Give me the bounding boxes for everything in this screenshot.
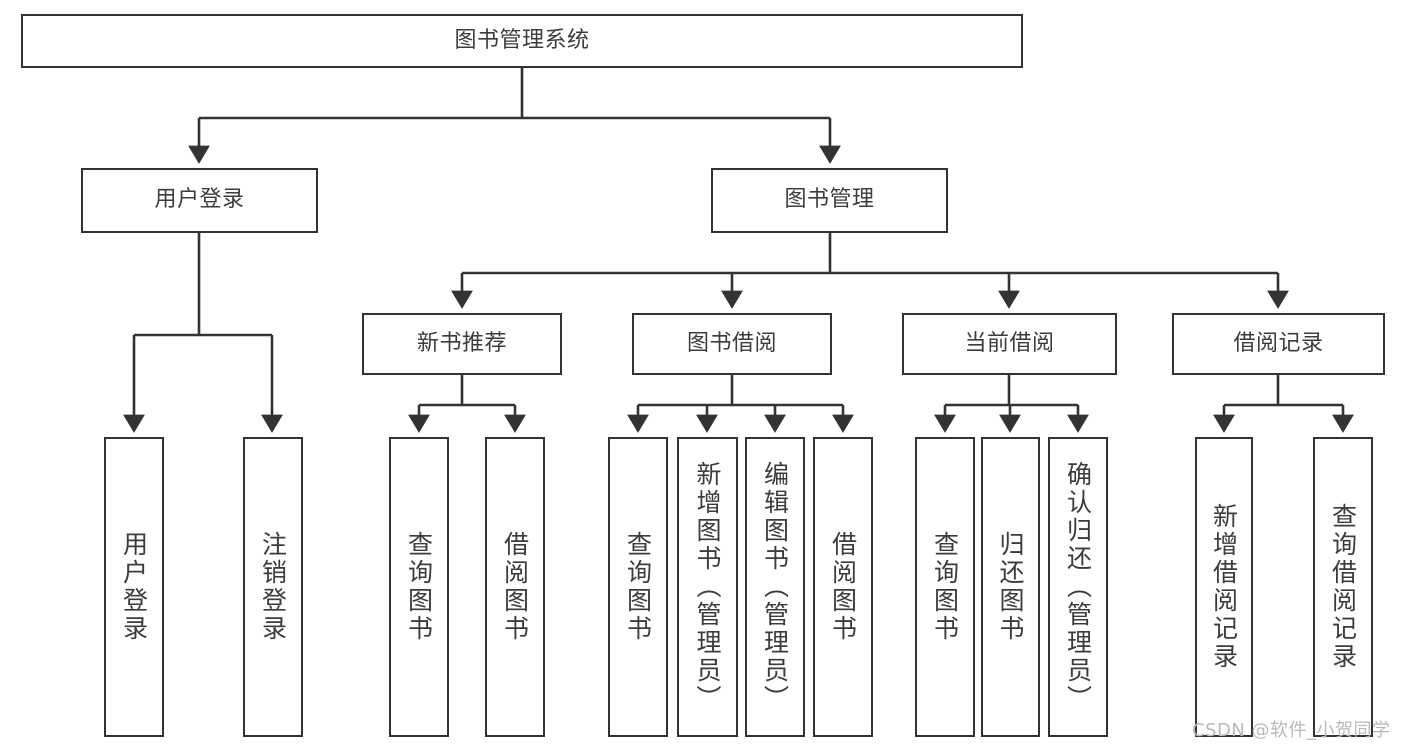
node-leaf-confirm-return-admin-label: 确认归还（管理员） xyxy=(1063,461,1093,713)
node-new-book-recommend[interactable]: 新书推荐 xyxy=(362,313,562,375)
node-book-management[interactable]: 图书管理 xyxy=(711,168,948,233)
node-leaf-add-book-admin[interactable]: 新增图书（管理员） xyxy=(677,437,738,737)
node-user-login-label: 用户登录 xyxy=(154,187,245,213)
node-book-management-label: 图书管理 xyxy=(784,187,875,213)
csdn-watermark: CSDN @软件_小贺同学 xyxy=(1192,720,1391,741)
node-borrow-record[interactable]: 借阅记录 xyxy=(1172,313,1385,375)
node-leaf-query-book-borrow[interactable]: 查询图书 xyxy=(608,437,668,737)
node-leaf-query-book-cur-label: 查询图书 xyxy=(930,531,960,643)
node-leaf-confirm-return-admin[interactable]: 确认归还（管理员） xyxy=(1048,437,1108,737)
node-leaf-user-login-label: 用户登录 xyxy=(119,531,149,643)
node-leaf-logout-label: 注销登录 xyxy=(258,531,288,643)
node-leaf-edit-book-admin-label: 编辑图书（管理员） xyxy=(760,461,790,713)
node-leaf-borrow-book-rec-label: 借阅图书 xyxy=(500,531,530,643)
node-current-borrow-label: 当前借阅 xyxy=(964,330,1055,356)
node-user-login[interactable]: 用户登录 xyxy=(81,168,318,233)
node-leaf-query-book-cur[interactable]: 查询图书 xyxy=(915,437,975,737)
node-leaf-user-login[interactable]: 用户登录 xyxy=(104,437,164,737)
node-new-book-recommend-label: 新书推荐 xyxy=(416,330,507,356)
node-leaf-borrow-book[interactable]: 借阅图书 xyxy=(813,437,873,737)
node-root[interactable]: 图书管理系统 xyxy=(21,14,1023,68)
node-current-borrow[interactable]: 当前借阅 xyxy=(902,313,1117,375)
node-leaf-add-book-admin-label: 新增图书（管理员） xyxy=(693,461,722,713)
node-root-label: 图书管理系统 xyxy=(454,27,590,53)
node-borrow-record-label: 借阅记录 xyxy=(1233,330,1324,356)
node-leaf-return-book-label: 归还图书 xyxy=(996,531,1025,643)
node-leaf-query-book-rec[interactable]: 查询图书 xyxy=(389,437,449,737)
node-leaf-query-borrow-record-label: 查询借阅记录 xyxy=(1328,503,1358,671)
node-leaf-logout[interactable]: 注销登录 xyxy=(243,437,303,737)
node-leaf-borrow-book-label: 借阅图书 xyxy=(828,531,858,643)
node-leaf-add-borrow-record[interactable]: 新增借阅记录 xyxy=(1195,437,1253,737)
node-leaf-edit-book-admin[interactable]: 编辑图书（管理员） xyxy=(745,437,805,737)
node-leaf-query-book-borrow-label: 查询图书 xyxy=(623,531,653,643)
node-leaf-return-book[interactable]: 归还图书 xyxy=(981,437,1040,737)
node-book-borrow[interactable]: 图书借阅 xyxy=(632,313,832,375)
node-leaf-borrow-book-rec[interactable]: 借阅图书 xyxy=(485,437,545,737)
node-leaf-add-borrow-record-label: 新增借阅记录 xyxy=(1209,503,1239,671)
node-leaf-query-book-rec-label: 查询图书 xyxy=(404,531,434,643)
node-leaf-query-borrow-record[interactable]: 查询借阅记录 xyxy=(1313,437,1373,737)
node-book-borrow-label: 图书借阅 xyxy=(686,330,777,356)
